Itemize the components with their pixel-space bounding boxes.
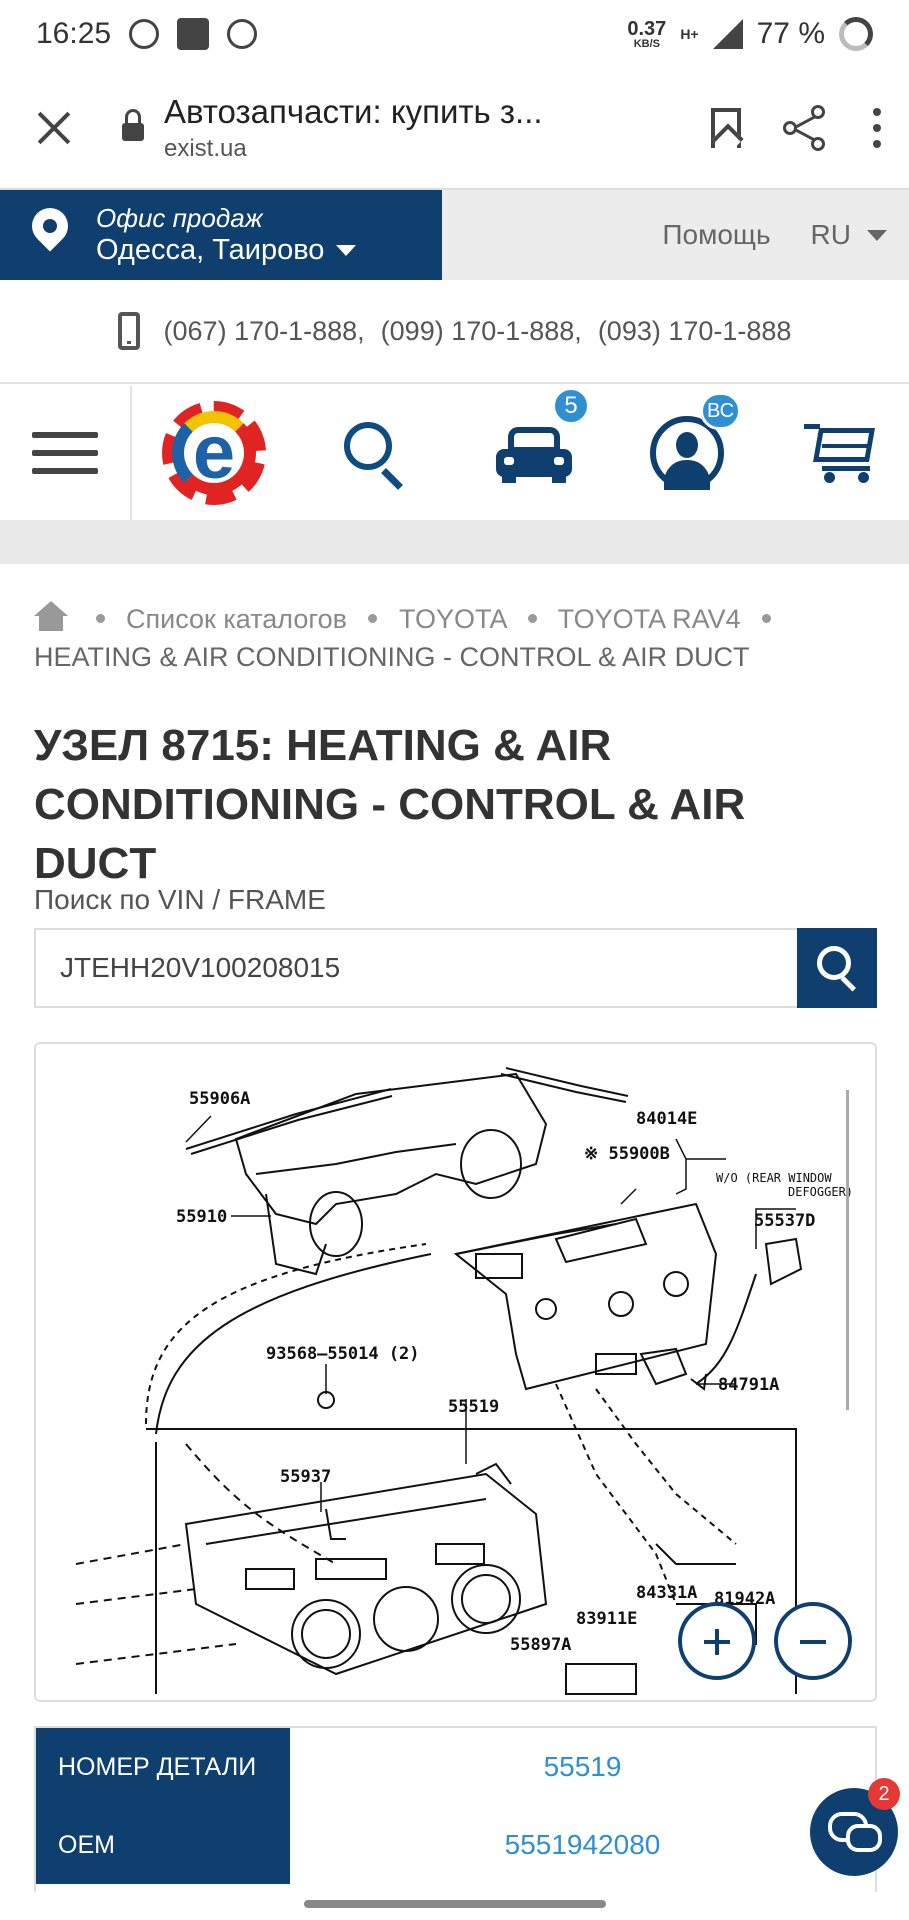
diagram-callout[interactable]: 55537D: [754, 1211, 815, 1231]
bookmark-icon[interactable]: [711, 108, 741, 148]
home-icon[interactable]: [34, 601, 68, 631]
notification-icon: [129, 19, 160, 49]
network-type: H+: [680, 26, 699, 42]
exist-logo[interactable]: e: [162, 401, 266, 505]
zoom-out-button[interactable]: [774, 1602, 852, 1680]
search-icon[interactable]: [344, 422, 406, 490]
chat-unread-badge: 2: [868, 1778, 900, 1810]
parts-diagram[interactable]: 55906A 84014E ※ 55900B W/O (REAR WINDOW …: [34, 1042, 877, 1702]
hamburger-menu-icon[interactable]: [0, 386, 132, 520]
office-selector[interactable]: Офис продаж Одесса, Таирово: [0, 190, 442, 280]
gesture-nav-handle[interactable]: [304, 1900, 606, 1908]
table-header-cell: НОМЕР ДЕТАЛИ: [36, 1728, 290, 1806]
vin-search: [34, 928, 877, 1008]
diagram-callout[interactable]: 55897A: [510, 1635, 571, 1655]
diagram-callout[interactable]: 55937: [280, 1467, 331, 1487]
battery-icon: [839, 17, 873, 51]
oem-number-link[interactable]: 5551942080: [504, 1829, 661, 1860]
notification-icon: [227, 19, 258, 49]
office-city: Одесса, Таирово: [96, 234, 357, 267]
breadcrumb-item[interactable]: TOYOTA: [399, 604, 507, 634]
share-icon[interactable]: [783, 105, 829, 151]
diagram-drawing: 55906A 84014E ※ 55900B W/O (REAR WINDOW …: [75, 1067, 853, 1695]
parts-table: НОМЕР ДЕТАЛИ 55519 OEM 5551942080: [34, 1726, 877, 1892]
part-number-link[interactable]: 55519: [543, 1751, 622, 1782]
phone-number[interactable]: (093) 170-1-888: [597, 315, 792, 346]
table-row: OEM 5551942080: [36, 1806, 875, 1884]
breadcrumb-current: HEATING & AIR CONDITIONING - CONTROL & A…: [34, 642, 750, 672]
diagram-callout[interactable]: 84014E: [636, 1109, 697, 1129]
divider: [0, 520, 909, 564]
network-speed: 0.37 KB/S: [627, 17, 667, 50]
page-title: УЗЕЛ 8715: HEATING & AIR CONDITIONING - …: [34, 721, 746, 888]
diagram-callout[interactable]: 55519: [448, 1397, 499, 1417]
chevron-down-icon: [867, 229, 887, 241]
table-row: НОМЕР ДЕТАЛИ 55519: [36, 1728, 875, 1806]
office-bar: Офис продаж Одесса, Таирово Помощь RU: [0, 190, 909, 280]
url-bar[interactable]: Автозапчасти: купить з... exist.ua: [164, 93, 669, 163]
user-initials-badge: ВС: [700, 392, 742, 430]
battery-level: 77 %: [756, 17, 825, 50]
phone-bar: (067) 170-1-888, (099) 170-1-888, (093) …: [0, 280, 909, 384]
diagram-callout[interactable]: 55906A: [189, 1089, 250, 1109]
office-label: Офис продаж: [96, 203, 263, 233]
lock-icon[interactable]: [122, 109, 144, 147]
diagram-callout[interactable]: 55910: [176, 1207, 227, 1227]
breadcrumb: Список каталогов TOYOTA TOYOTA RAV4 HEAT…: [34, 600, 879, 676]
cart-icon[interactable]: [804, 422, 875, 484]
breadcrumb-item[interactable]: TOYOTA RAV4: [557, 604, 741, 634]
diagram-callout[interactable]: 84791A: [718, 1375, 779, 1395]
browser-toolbar: Автозапчасти: купить з... exist.ua: [0, 68, 909, 190]
clock: 16:25: [36, 17, 112, 50]
phone-number[interactable]: (099) 170-1-888,: [380, 315, 582, 346]
diagram-callout: DEFOGGER): [788, 1185, 853, 1199]
status-bar: 16:25 0.37 KB/S H+ 77 %: [0, 0, 909, 68]
page-title-text: Автозапчасти: купить з...: [164, 93, 543, 130]
user-account-icon[interactable]: ВС: [650, 392, 742, 490]
table-header-cell: OEM: [36, 1806, 290, 1884]
garage-car-icon[interactable]: 5: [496, 387, 590, 483]
help-link[interactable]: Помощь: [662, 219, 771, 250]
diagram-callout[interactable]: 83911E: [576, 1609, 637, 1629]
phone-number[interactable]: (067) 170-1-888,: [163, 315, 365, 346]
vin-label: Поиск по VIN / FRAME: [34, 884, 326, 915]
notification-icon: [177, 18, 210, 50]
zoom-in-button[interactable]: [678, 1602, 756, 1680]
diagram-callout: W/O (REAR WINDOW: [716, 1171, 832, 1185]
vin-search-button[interactable]: [797, 928, 877, 1008]
chevron-down-icon: [336, 245, 357, 256]
search-icon: [817, 946, 851, 980]
diagram-callout[interactable]: 93568—55014 (2): [266, 1344, 420, 1364]
diagram-scrollbar[interactable]: [846, 1090, 849, 1410]
language-selector[interactable]: RU: [811, 219, 887, 251]
diagram-callout[interactable]: 84331A: [636, 1583, 697, 1603]
signal-icon: [712, 19, 743, 49]
phone-icon: [117, 312, 140, 350]
vin-input[interactable]: [34, 928, 797, 1008]
map-pin-icon: [24, 200, 76, 262]
close-icon[interactable]: [28, 103, 78, 153]
breadcrumb-item[interactable]: Список каталогов: [126, 604, 347, 634]
diagram-callout[interactable]: ※ 55900B: [584, 1144, 670, 1164]
more-menu-icon[interactable]: [873, 108, 881, 148]
main-nav: e 5 ВС: [0, 386, 909, 520]
garage-count-badge: 5: [552, 387, 590, 425]
url-host: exist.ua: [164, 135, 247, 162]
